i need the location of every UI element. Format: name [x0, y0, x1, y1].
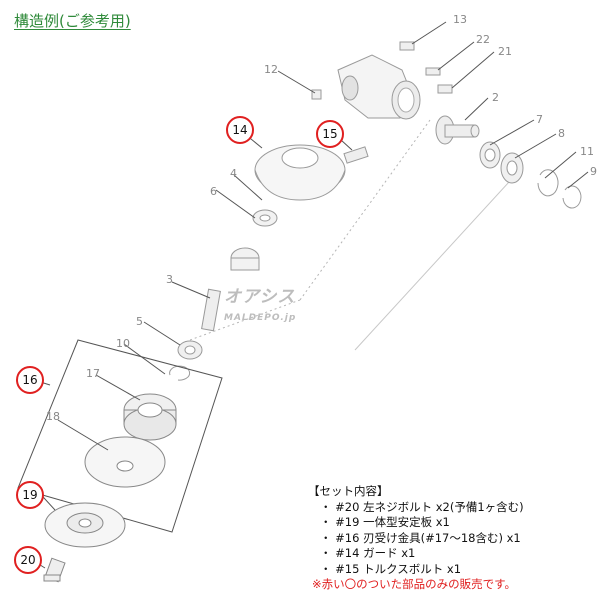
watermark-logo: オアシス MALDEPO.jp [224, 282, 324, 323]
part-group-box [17, 339, 223, 533]
spindle-part [201, 288, 221, 332]
torx-bolt-part [343, 146, 369, 164]
part-number: 8 [558, 127, 565, 140]
part-number: 17 [86, 367, 100, 380]
small-bolt-part [311, 41, 453, 100]
part-number: 9 [590, 165, 597, 178]
axis-line [354, 169, 521, 351]
circled-part-number: 14 [226, 116, 254, 144]
sales-note: ※赤い〇のついた部品のみの販売です。 [312, 577, 516, 591]
part-number: 21 [498, 45, 512, 58]
leader-lines [23, 21, 589, 569]
set-item: ・ #14 ガード x1 [320, 546, 416, 560]
part-number: 7 [536, 113, 543, 126]
set-heading: 【セット内容】 [308, 484, 389, 498]
guard-part [254, 144, 346, 201]
gear-case-part [337, 54, 421, 120]
watermark-line2: MALDEPO.jp [224, 313, 297, 323]
part-number: 6 [210, 185, 217, 198]
page-title: 構造例(ご参考用) [14, 12, 131, 30]
set-item: ・ #15 トルクスボルト x1 [320, 561, 462, 576]
part-number: 13 [453, 13, 467, 26]
set-contents: 【セット内容】 ・ #20 左ネジボルト x2(予備1ヶ含む) ・ #19 一体… [308, 484, 524, 593]
axis-dashed-line [299, 119, 431, 301]
part-number: 22 [476, 33, 490, 46]
part-number: 5 [136, 315, 143, 328]
blade-holder-part [123, 393, 177, 441]
set-item: ・ #19 一体型安定板 x1 [320, 515, 450, 529]
stabilizer-plate-part [44, 502, 126, 548]
part-number: 2 [492, 91, 499, 104]
circled-part-number: 20 [14, 546, 42, 574]
bearing-part [479, 141, 524, 184]
part-number: 12 [264, 63, 278, 76]
circled-part-number: 19 [16, 481, 44, 509]
set-item: ・ #16 刃受け金具(#17～18含む) x1 [320, 530, 521, 545]
gear-shaft-part [435, 115, 480, 145]
part-number: 18 [46, 410, 60, 423]
circled-part-number: 15 [316, 120, 344, 148]
part-number: 10 [116, 337, 130, 350]
watermark-line1: オアシス [224, 287, 296, 307]
left-thread-bolt-part [43, 557, 66, 583]
part-number: 4 [230, 167, 237, 180]
set-item: ・ #20 左ネジボルト x2(予備1ヶ含む) [320, 499, 524, 514]
part-number: 11 [580, 145, 594, 158]
circled-part-number: 16 [16, 366, 44, 394]
part-number: 3 [166, 273, 173, 286]
plate-part [84, 436, 166, 488]
